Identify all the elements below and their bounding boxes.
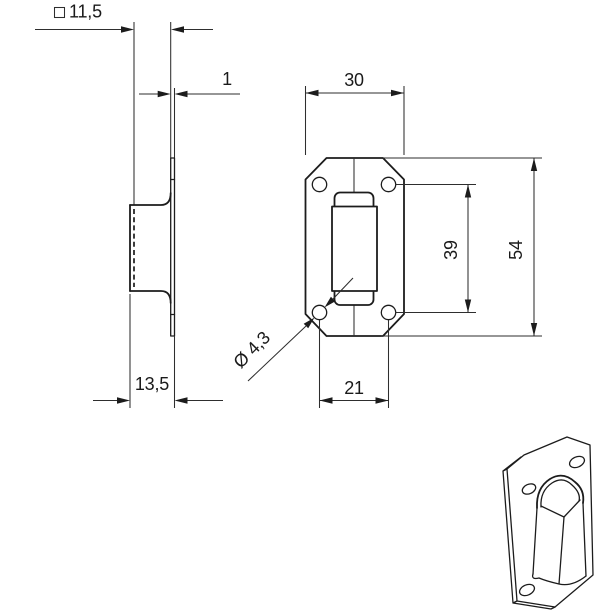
extension-lines: [133, 22, 172, 205]
iso-tube-near-rim: [540, 499, 581, 518]
tube-bottom-fillet: [129, 290, 172, 304]
dim-height-label: 54: [506, 240, 526, 260]
extension-lines: [304, 86, 405, 155]
dim-inner-square: 11,5: [35, 2, 213, 205]
side-view: 11,5 1 13,5: [35, 2, 240, 408]
dim-hole-diameter-label: Ø 4,3: [229, 327, 274, 372]
iso-tube: [531, 474, 587, 586]
dim-thickness-label: 1: [222, 69, 232, 89]
dim-width: 30: [304, 70, 405, 155]
dim-depth-label: 13,5: [135, 374, 169, 394]
arrowhead: [174, 397, 188, 404]
extension-lines: [395, 183, 476, 314]
dim-thickness: 1: [139, 69, 240, 158]
dim-depth: 13,5: [93, 294, 223, 408]
front-view: 30 Ø 4,3 21: [229, 70, 542, 408]
arrowhead: [530, 158, 538, 171]
leader-line: [247, 277, 354, 382]
dim-hole-spacing-h-label: 21: [344, 378, 364, 398]
arrowhead: [121, 26, 134, 33]
hole-top-right: [380, 176, 397, 193]
hole-top-left: [311, 176, 328, 193]
dim-height: 54: [381, 157, 542, 337]
extension-lines: [381, 157, 542, 337]
hole-bottom-left: [311, 304, 328, 321]
arrowhead: [319, 397, 333, 404]
arrowhead: [117, 397, 130, 404]
dim-inner-square-label: 11,5: [69, 2, 102, 22]
iso-hole-left: [521, 483, 537, 495]
iso-hole-top-right: [568, 455, 586, 469]
side-profile-outline: [129, 157, 176, 337]
arrowhead: [303, 317, 315, 329]
arrowhead: [391, 89, 404, 97]
iso-hole-bottom-left: [518, 583, 536, 597]
tube-top-fillet: [129, 192, 172, 206]
arrowhead: [375, 397, 389, 404]
iso-tube-rim-outer: [536, 474, 585, 509]
arrowhead: [464, 184, 472, 198]
dim-hole-spacing-v-label: 39: [441, 240, 461, 260]
iso-tube-edges: [532, 502, 587, 585]
arrowhead: [174, 90, 188, 98]
arrowhead: [305, 89, 319, 97]
hole-bottom-right: [380, 304, 397, 321]
arrowhead: [171, 26, 184, 33]
square-symbol-icon: [53, 6, 66, 19]
arrowhead: [464, 299, 472, 313]
iso-plate-outline: [506, 436, 594, 608]
dim-hole-spacing-vertical: 39: [395, 183, 476, 314]
extension-lines: [318, 320, 390, 408]
iso-tube-bottom-fillet: [531, 573, 587, 586]
front-plate-outline: [304, 157, 405, 337]
isometric-view: [502, 436, 594, 610]
dim-width-label: 30: [344, 70, 364, 90]
chamfer-edge-ticks: [170, 178, 176, 316]
extension-lines: [129, 294, 176, 408]
iso-plate-thickness: [502, 456, 556, 610]
arrowhead: [157, 90, 171, 98]
plate-edge: [170, 157, 176, 337]
iso-tube-rim-inner: [540, 479, 580, 508]
arrowhead: [530, 323, 538, 336]
dim-hole-spacing-horizontal: 21: [318, 320, 390, 408]
tube-outline: [331, 205, 378, 292]
arrowhead: [324, 296, 336, 308]
